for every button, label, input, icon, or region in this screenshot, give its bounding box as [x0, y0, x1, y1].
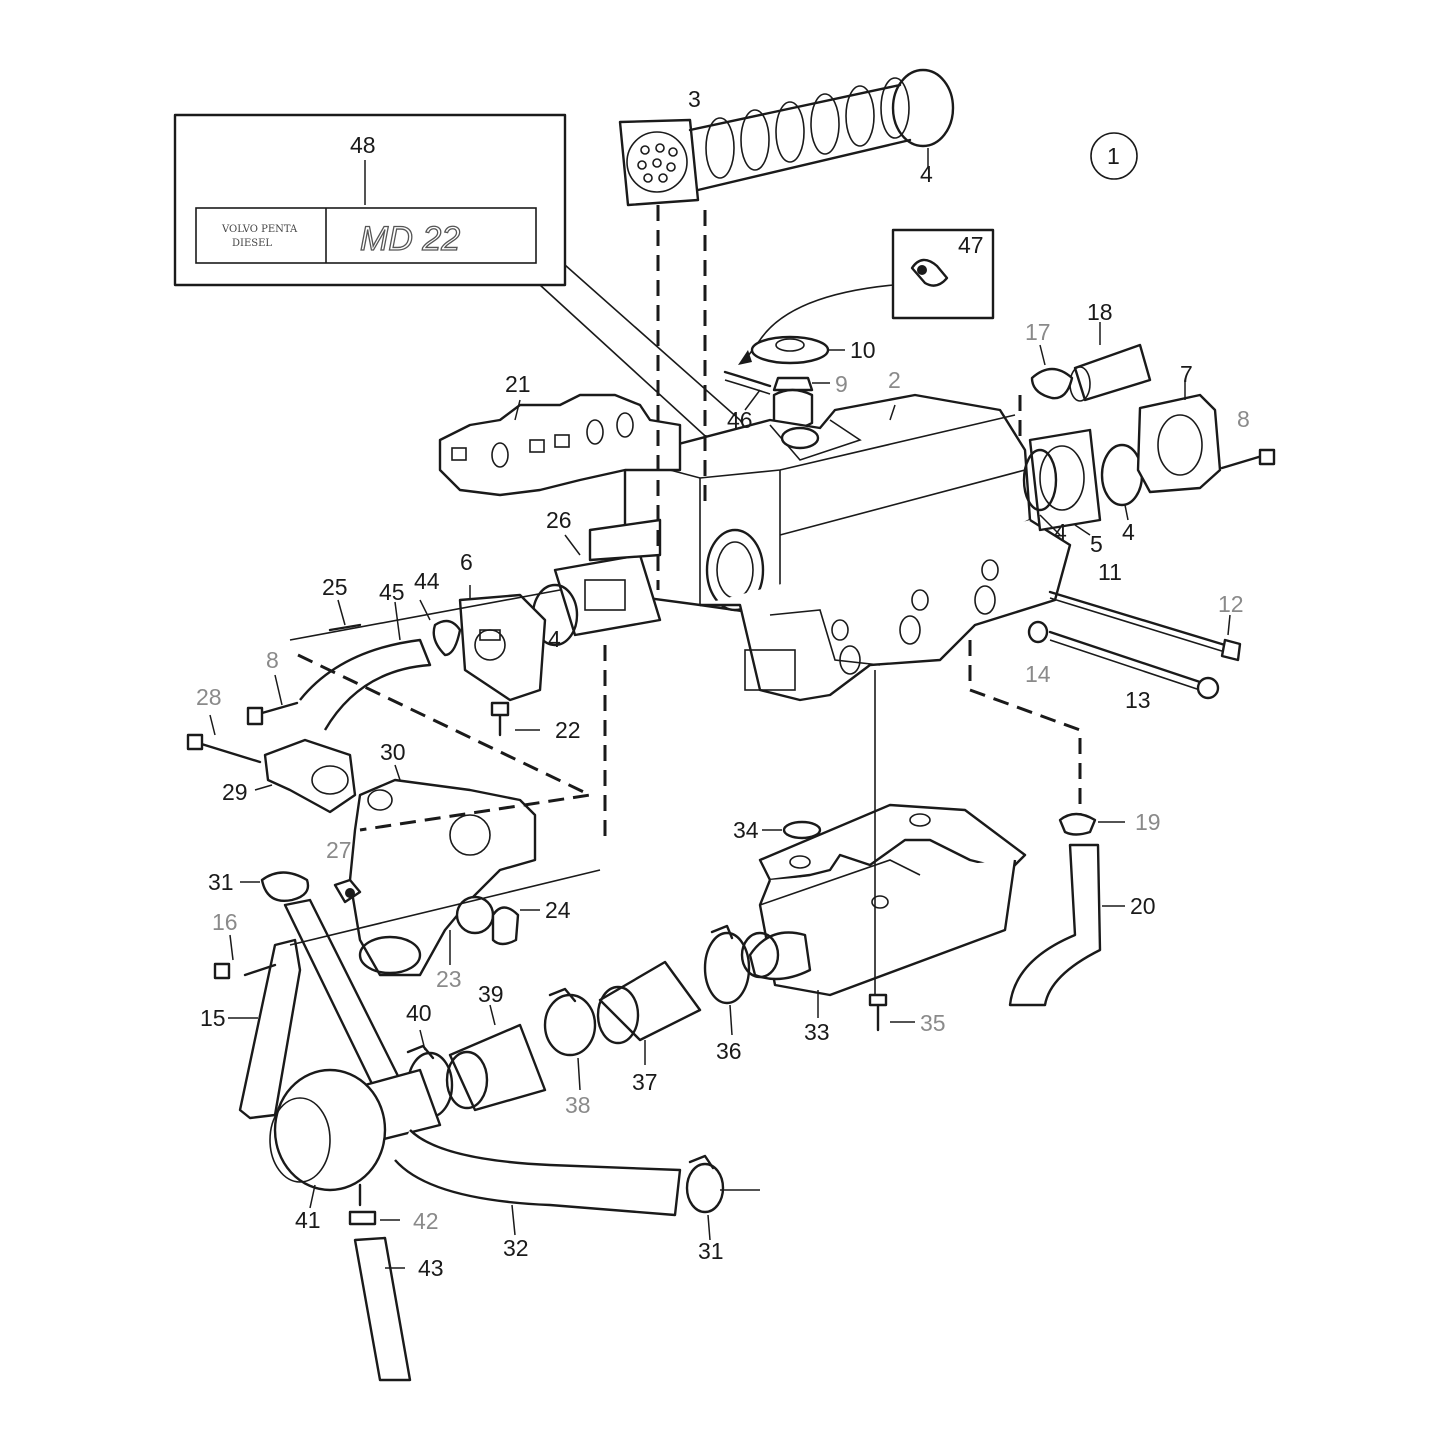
part-label: 17 — [1025, 319, 1051, 345]
part-label: 30 — [380, 739, 406, 765]
part-label: 6 — [460, 549, 473, 575]
part-label: 39 — [478, 981, 504, 1007]
oil-cooler — [740, 803, 1027, 1032]
pump-area — [186, 714, 540, 977]
part-label: 7 — [1180, 361, 1193, 387]
part-label: 31 — [208, 869, 234, 895]
part-label: 2 — [888, 367, 901, 393]
part-label: 40 — [406, 1000, 432, 1026]
part-label: 8 — [266, 647, 279, 673]
part-label: 25 — [322, 574, 348, 600]
part-label: 23 — [436, 966, 462, 992]
part-label: 14 — [1025, 661, 1051, 687]
badge-model: MD 22 — [360, 220, 460, 258]
part-label: 36 — [716, 1038, 742, 1064]
part-label: 44 — [414, 568, 440, 594]
part-label: 38 — [565, 1092, 591, 1118]
filler-cap — [723, 335, 845, 430]
part-label: 22 — [555, 717, 581, 743]
part-label: 19 — [1135, 809, 1161, 835]
bracket-47 — [738, 228, 995, 365]
right-side-fittings — [1022, 322, 1276, 536]
part-label: 4 — [920, 161, 933, 187]
left-fittings — [246, 518, 662, 737]
part-label: 37 — [632, 1069, 658, 1095]
part-label: 26 — [546, 507, 572, 533]
hose-chain — [406, 924, 751, 1119]
part-label: 42 — [413, 1208, 439, 1234]
part-label: 33 — [804, 1019, 830, 1045]
part-label: 31 — [698, 1238, 724, 1264]
part-label: 46 — [727, 407, 753, 433]
badge-brand-line1: VOLVO PENTA — [221, 224, 298, 235]
part-label: 27 — [326, 837, 352, 863]
part-label: 15 — [200, 1005, 226, 1031]
part-label: 21 — [505, 371, 531, 397]
part-label: 41 — [295, 1207, 321, 1233]
part-label: 29 — [222, 779, 248, 805]
part-label: 34 — [733, 817, 759, 843]
part-label: 16 — [212, 909, 238, 935]
part-label: 28 — [196, 684, 222, 710]
part-label: 24 — [545, 897, 571, 923]
part-label: 20 — [1130, 893, 1156, 919]
part-label: 18 — [1087, 299, 1113, 325]
part-label: 10 — [850, 337, 876, 363]
part-label: 47 — [958, 232, 984, 258]
tube-stack — [618, 68, 955, 207]
group-number-badge: 1 — [1090, 132, 1138, 180]
long-bolts — [1027, 590, 1242, 700]
part-label: 4 — [1122, 519, 1135, 545]
part-label: 9 — [835, 371, 848, 397]
part-label: 4 — [1054, 519, 1067, 545]
reference-labels: 48 3 4 47 10 9 46 2 17 18 7 8 4 5 4 21 2… — [196, 86, 1250, 1281]
inset-label: 48 — [350, 132, 376, 158]
part-label: 8 — [1237, 406, 1250, 432]
badge-brand-line2: DIESEL — [232, 238, 272, 249]
strainer-and-hoses — [269, 1068, 760, 1382]
part-label: 43 — [418, 1255, 444, 1281]
part-label: 5 — [1090, 531, 1103, 557]
part-label: 32 — [503, 1235, 529, 1261]
part-label: 3 — [688, 86, 701, 112]
part-label: 13 — [1125, 687, 1151, 713]
hose-20 — [1008, 812, 1125, 1007]
manifold-tank — [623, 393, 1072, 702]
part-label: 35 — [920, 1010, 946, 1036]
part-label: 11 — [1098, 559, 1122, 585]
exhaust-gasket — [438, 393, 682, 497]
part-label: 4 — [548, 626, 561, 652]
group-number: 1 — [1107, 143, 1120, 169]
assembly-lines — [289, 205, 1082, 995]
part-label: 45 — [379, 579, 405, 605]
part-label: 12 — [1218, 591, 1244, 617]
